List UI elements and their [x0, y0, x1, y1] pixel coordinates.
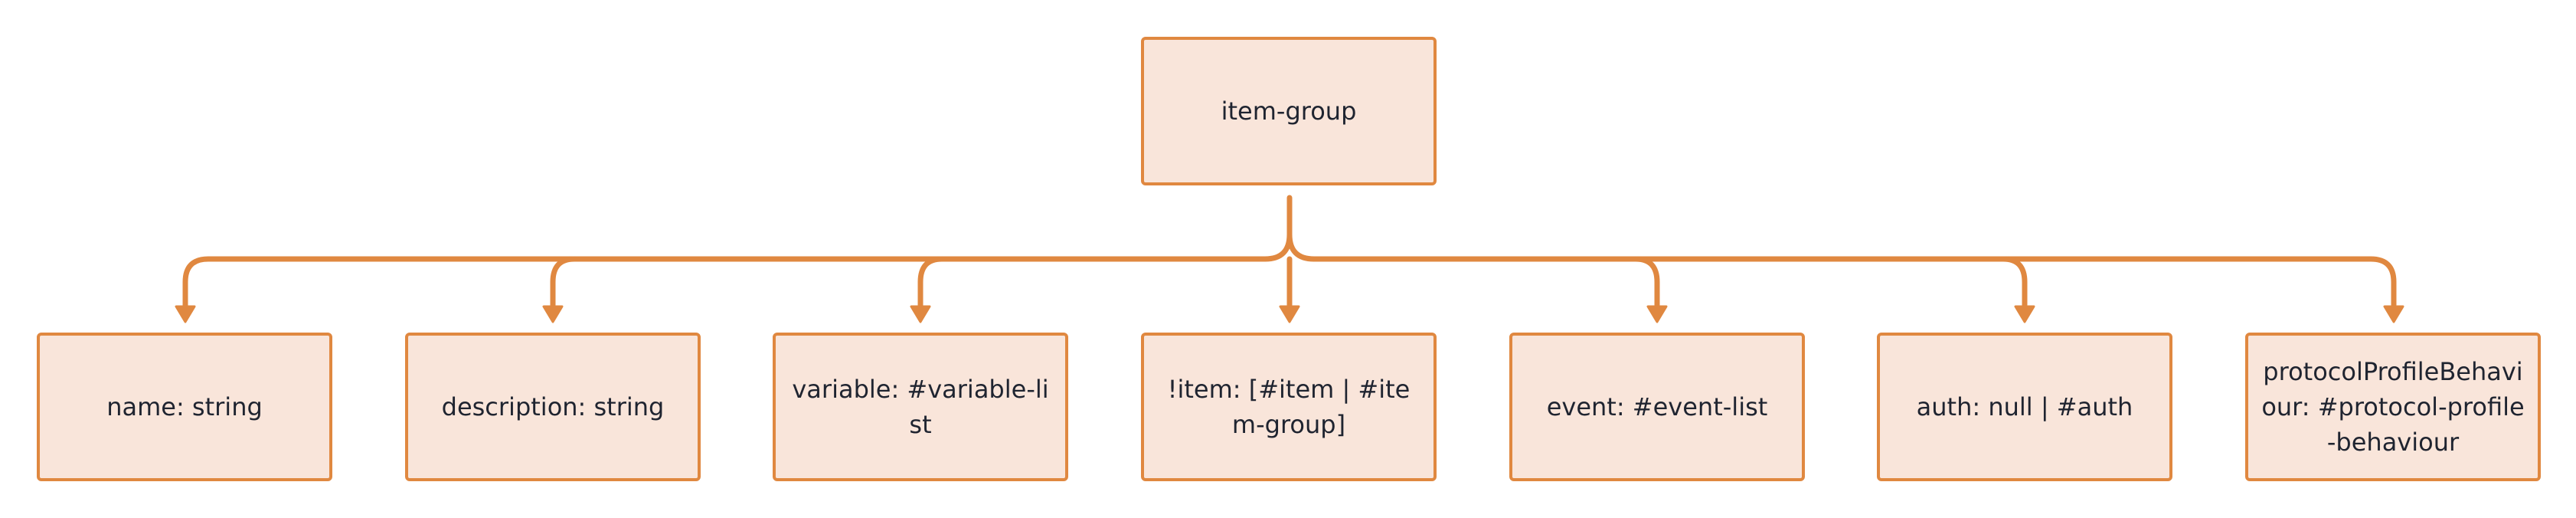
root-node-label: item-group [1221, 97, 1357, 126]
root-stem [1262, 195, 1293, 262]
branch-1 [550, 256, 577, 308]
child-node-description: description: string [405, 333, 701, 481]
child-node-label: event: #event-list [1546, 392, 1768, 421]
branch-5 [2000, 256, 2028, 308]
child-node-variable: variable: #variable-list [773, 333, 1068, 481]
child-node-label: name: string [106, 392, 263, 421]
child-node-auth: auth: null | #auth [1877, 333, 2172, 481]
child-node-item: !item: [#item | #item-group] [1141, 333, 1437, 481]
bus-left [182, 256, 1268, 308]
arrowhead-6 [2383, 305, 2404, 323]
arrowhead-1 [542, 305, 564, 323]
arrowhead-2 [910, 305, 931, 323]
arrowhead-5 [2014, 305, 2035, 323]
child-node-label: description: string [441, 392, 665, 421]
branch-2 [917, 256, 945, 308]
arrowhead-4 [1646, 305, 1668, 323]
arrowhead-3 [1279, 305, 1300, 323]
child-node-name: name: string [37, 333, 332, 481]
arrowhead-0 [175, 305, 196, 323]
child-node-label: auth: null | #auth [1916, 392, 2133, 421]
child-node-event: event: #event-list [1509, 333, 1805, 481]
branch-4 [1633, 256, 1660, 308]
root-stem-right [1286, 231, 1317, 262]
bus-right [1311, 256, 2397, 308]
child-node-protocol-profile-behaviour: protocolProfileBehaviour: #protocol-prof… [2245, 333, 2541, 481]
child-node-label: !item: [#item | #item-group] [1167, 375, 1411, 439]
child-node-label: variable: #variable-list [792, 375, 1049, 439]
child-node-label: protocolProfileBehaviour: #protocol-prof… [2261, 357, 2525, 457]
root-node-item-group: item-group [1141, 37, 1437, 185]
